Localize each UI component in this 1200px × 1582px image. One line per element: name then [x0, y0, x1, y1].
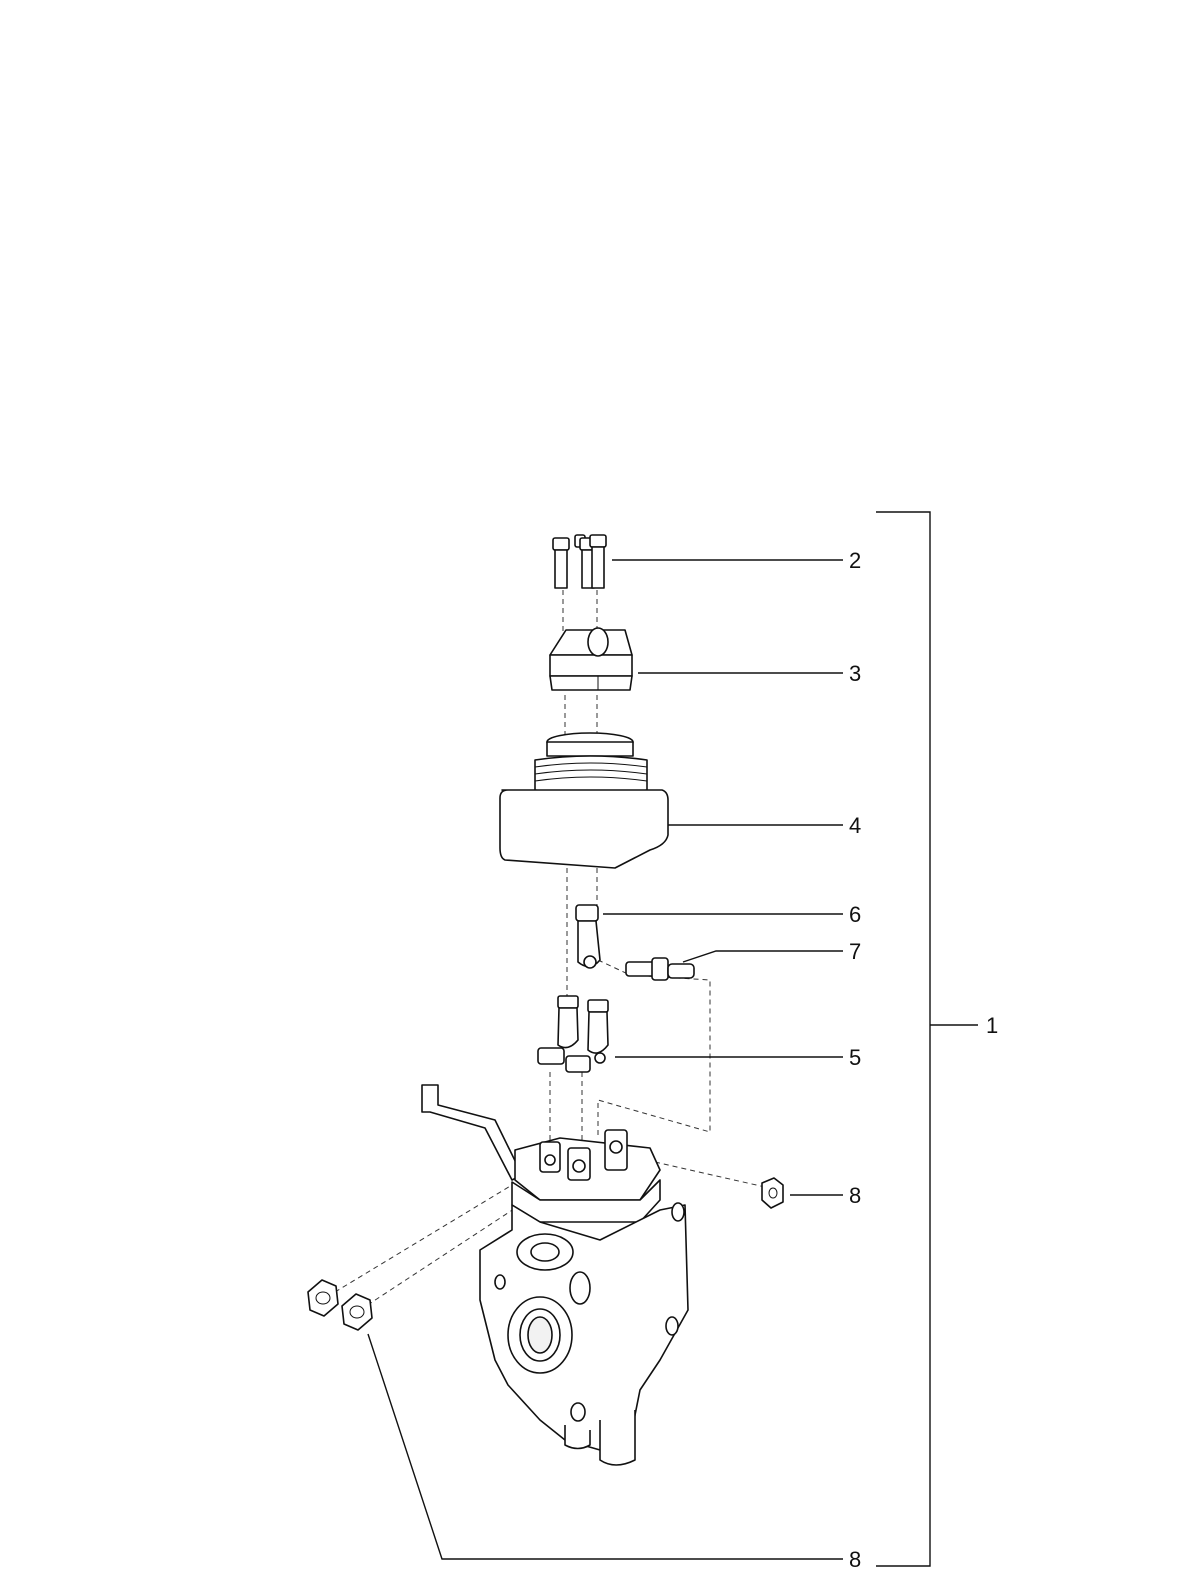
callout-4: 4 [849, 813, 861, 838]
callout-6: 6 [849, 902, 861, 927]
callout-5: 5 [849, 1045, 861, 1070]
callout-3: 3 [849, 661, 861, 686]
pin-part-7 [625, 957, 695, 981]
housing-part-4 [499, 732, 669, 869]
callout-1: 1 [986, 1013, 998, 1038]
linkages-part-5 [537, 995, 609, 1073]
leader-lines [367, 559, 843, 1560]
knob-cap-part-3 [549, 627, 633, 691]
callout-7: 7 [849, 939, 861, 964]
nuts-part-8 [307, 1177, 784, 1331]
callout-2: 2 [849, 548, 861, 573]
callout-labels: 1 2 3 4 6 7 5 8 8 [849, 548, 998, 1572]
valve-body [421, 1084, 689, 1466]
callout-8-bottom: 8 [849, 1547, 861, 1572]
assembly-bracket [876, 511, 978, 1567]
rod-end-part-6 [575, 904, 601, 969]
bolts-part-2 [552, 534, 607, 589]
callout-8-right: 8 [849, 1183, 861, 1208]
